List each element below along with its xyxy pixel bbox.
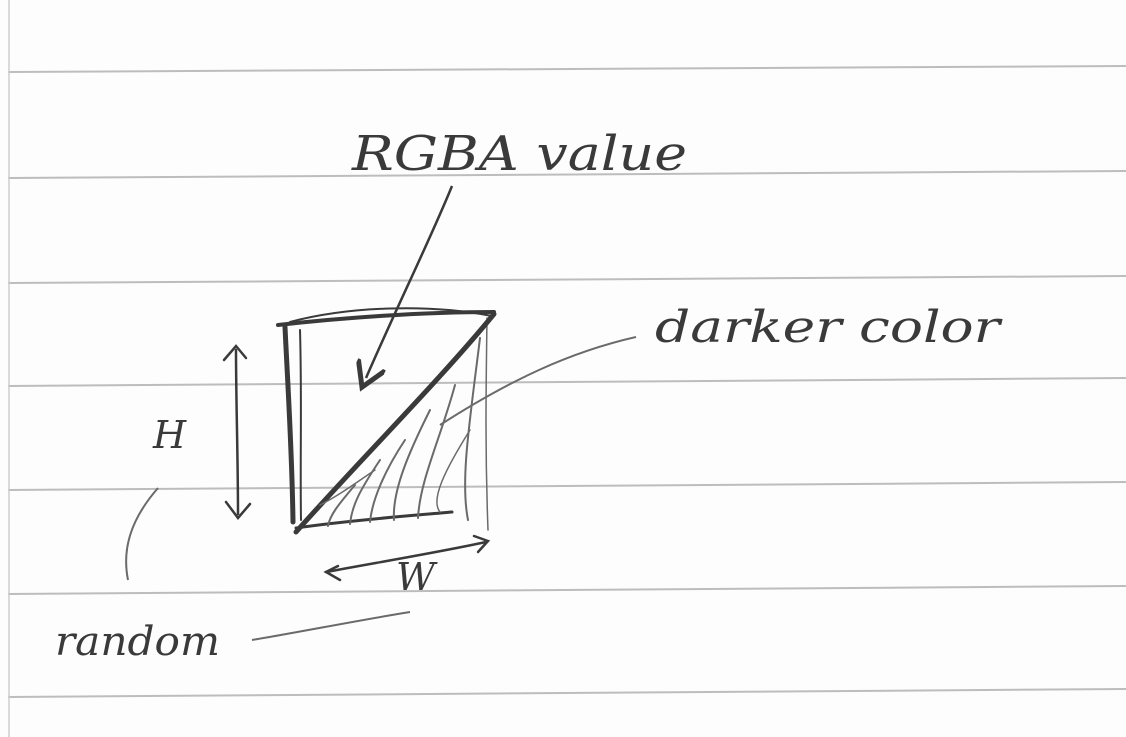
width-arrow [323, 534, 491, 582]
rgba-value-label: RGBA value [351, 126, 687, 182]
random-underline [251, 611, 411, 641]
rule-line [7, 688, 1126, 698]
square-box [276, 307, 496, 531]
rule-line [7, 65, 1126, 73]
darker-color-label: darker color [655, 302, 1004, 353]
random-curve [125, 487, 159, 581]
rule-line [7, 481, 1126, 491]
height-label: H [152, 413, 187, 457]
ruled-lines [7, 65, 1126, 698]
width-label: W [396, 555, 438, 599]
height-arrow [222, 344, 252, 520]
diagonal-shading [293, 311, 497, 535]
rule-line [7, 275, 1126, 284]
darker-color-pointer [439, 336, 637, 426]
rgba-arrow [366, 185, 454, 378]
random-label: random [55, 619, 220, 665]
rule-line [7, 377, 1126, 387]
rule-line [7, 170, 1126, 179]
rule-line [7, 585, 1126, 595]
